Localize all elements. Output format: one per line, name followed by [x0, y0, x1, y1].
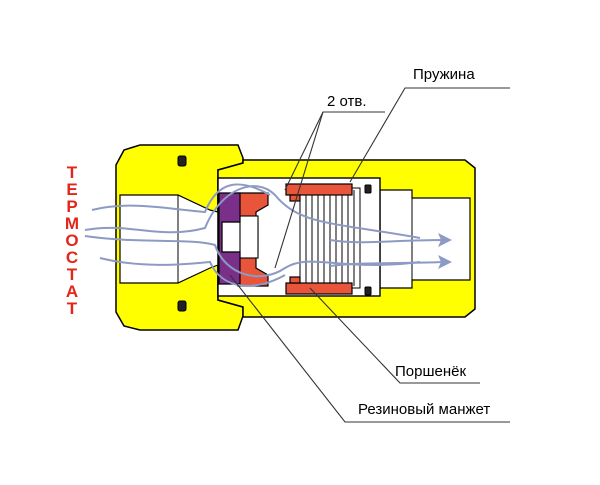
side-label-letter: С	[66, 248, 78, 267]
side-label-letter: Т	[67, 299, 78, 318]
outlet-bore	[379, 189, 471, 289]
leader-lines	[229, 87, 510, 423]
label-spring: Пружина	[413, 66, 475, 83]
side-label-letter: М	[65, 214, 79, 233]
side-label-letter: Т	[67, 163, 78, 182]
side-label-letter: Т	[67, 265, 78, 284]
label-rubber-cuff: Резиновый манжет	[358, 401, 490, 418]
o-ring-seals	[177, 155, 372, 312]
flow-arrows	[84, 183, 446, 287]
side-label-letter: А	[66, 282, 78, 301]
side-label-letter: Е	[66, 180, 77, 199]
side-label-letter: Р	[66, 197, 77, 216]
label-piston: Поршенёк	[395, 363, 466, 380]
side-label-letter: О	[65, 231, 78, 250]
piston-stem	[221, 215, 259, 259]
label-holes: 2 отв.	[327, 93, 367, 110]
flow-arrow-heads	[438, 233, 452, 269]
spring	[299, 187, 361, 289]
